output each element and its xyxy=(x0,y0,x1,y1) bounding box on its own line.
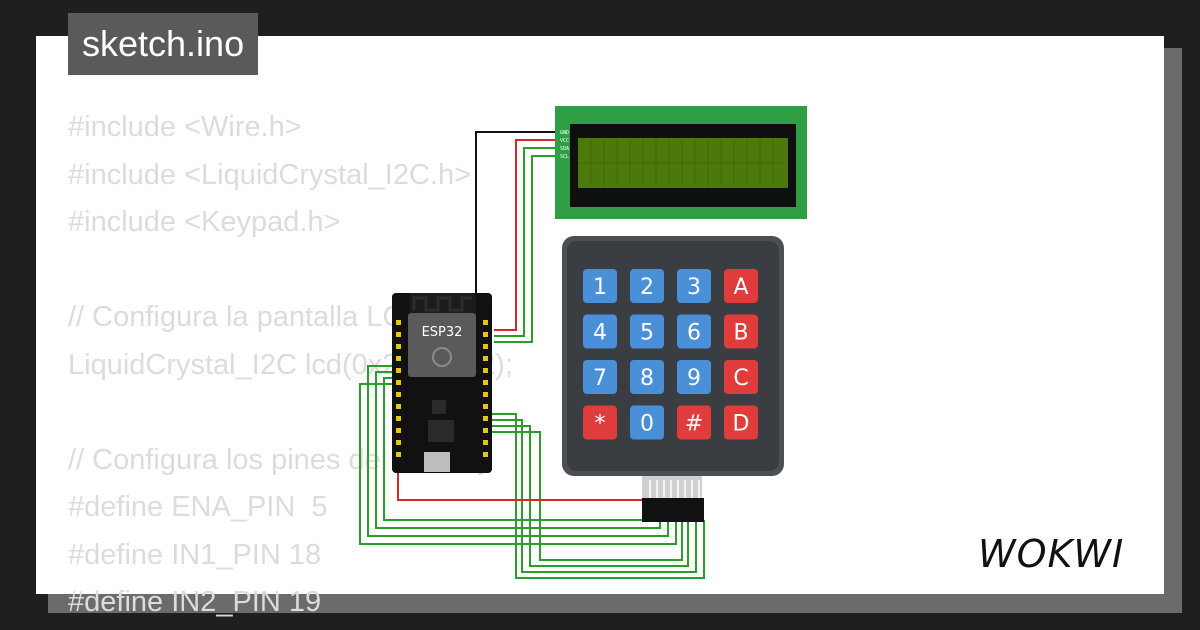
keypad-key-label: # xyxy=(685,412,703,437)
wire-kp xyxy=(367,365,669,537)
lcd-pin-label: SDA xyxy=(560,146,569,152)
keypad-key[interactable] xyxy=(583,269,617,303)
keypad-key[interactable] xyxy=(677,269,711,303)
wire-gnd xyxy=(475,131,556,318)
code-line: #define ENA_PIN 5 xyxy=(68,491,328,523)
keypad-key[interactable] xyxy=(677,314,711,349)
keypad-key-label: * xyxy=(595,412,606,437)
keypad-key-label: 9 xyxy=(687,366,701,391)
header-pins-right xyxy=(483,320,488,457)
keypad-key[interactable] xyxy=(724,314,758,349)
keypad-key[interactable] xyxy=(677,405,711,440)
keypad-key-label: 0 xyxy=(640,412,654,437)
code-line: #include <Keypad.h> xyxy=(68,206,341,238)
keypad-key[interactable] xyxy=(724,269,758,303)
keypad-key-label: 8 xyxy=(640,366,654,391)
esp32-shield xyxy=(408,313,476,377)
code-line: #define IN1_PIN 18 xyxy=(68,538,322,571)
wokwi-logo: WOKWI xyxy=(978,532,1124,576)
code-line: #include <Wire.h> xyxy=(68,111,302,143)
usb-chip xyxy=(428,420,454,442)
esp32-board[interactable]: ESP32 xyxy=(392,293,492,473)
keypad-key-label: 4 xyxy=(593,321,607,346)
code-line: // Configura la pantalla LCD xyxy=(68,301,425,333)
keypad-key-label: 5 xyxy=(640,321,654,346)
wire-sda xyxy=(494,147,556,337)
code-line: #define IN2_PIN 19 xyxy=(68,586,322,618)
header-pins-left xyxy=(396,320,401,457)
keypad-key-label: 3 xyxy=(687,275,701,300)
keypad-connector xyxy=(642,476,704,522)
wire-kp xyxy=(488,425,689,567)
keypad-key-label: 6 xyxy=(687,321,701,346)
keypad-key[interactable] xyxy=(630,360,664,394)
keypad-key-label: D xyxy=(733,412,750,437)
wire-vcc xyxy=(494,139,556,331)
lcd-pin-label: VCC xyxy=(560,138,569,144)
keypad-keys: 1 2 3 A 4 5 6 B 7 8 9 C * 0 # D xyxy=(583,269,758,440)
keypad-key[interactable] xyxy=(677,360,711,394)
wire-kp xyxy=(375,371,661,529)
keypad-key-label: B xyxy=(733,321,748,346)
code-preview: #include <Wire.h> #include <LiquidCrystal… xyxy=(68,104,513,627)
wire-kp xyxy=(359,383,677,545)
file-title-tab[interactable]: sketch.ino xyxy=(68,13,259,75)
esp32-antenna xyxy=(410,293,476,315)
lcd-display[interactable]: GND VCC SDA SCL xyxy=(555,106,807,219)
keypad-key-label: 7 xyxy=(593,366,607,391)
keypad-key[interactable] xyxy=(583,405,617,440)
wire-kp xyxy=(488,413,705,579)
brand-text: WOKWI xyxy=(978,532,1124,576)
wire-scl xyxy=(494,155,556,343)
lcd-pin-labels: GND VCC SDA SCL xyxy=(560,130,569,160)
lcd-pin-label: GND xyxy=(560,130,569,136)
keypad[interactable]: 1 2 3 A 4 5 6 B 7 8 9 C * 0 # D xyxy=(562,236,784,522)
keypad-key-label: C xyxy=(733,366,748,391)
espressif-logo-icon xyxy=(432,347,452,367)
keypad-key[interactable] xyxy=(630,314,664,349)
keypad-key-label: 2 xyxy=(640,275,654,300)
keypad-key[interactable] xyxy=(583,360,617,394)
antenna-trace xyxy=(412,296,472,312)
keypad-key[interactable] xyxy=(724,360,758,394)
keypad-key[interactable] xyxy=(630,405,664,440)
lcd-grid xyxy=(580,140,786,186)
wire-kp xyxy=(488,419,697,573)
esp32-label: ESP32 xyxy=(422,325,463,340)
chip xyxy=(432,400,446,414)
wire-power xyxy=(397,470,642,501)
keypad-key-label: A xyxy=(733,275,748,300)
lcd-pin-label: SCL xyxy=(560,154,569,160)
usb-port xyxy=(424,452,450,472)
wires xyxy=(359,131,705,579)
code-line: #include <LiquidCrystal_I2C.h> xyxy=(68,158,472,191)
wire-kp xyxy=(488,431,683,561)
keypad-key[interactable] xyxy=(583,314,617,349)
keypad-key-label: 1 xyxy=(593,275,607,300)
keypad-key[interactable] xyxy=(724,405,758,440)
keypad-key[interactable] xyxy=(630,269,664,303)
